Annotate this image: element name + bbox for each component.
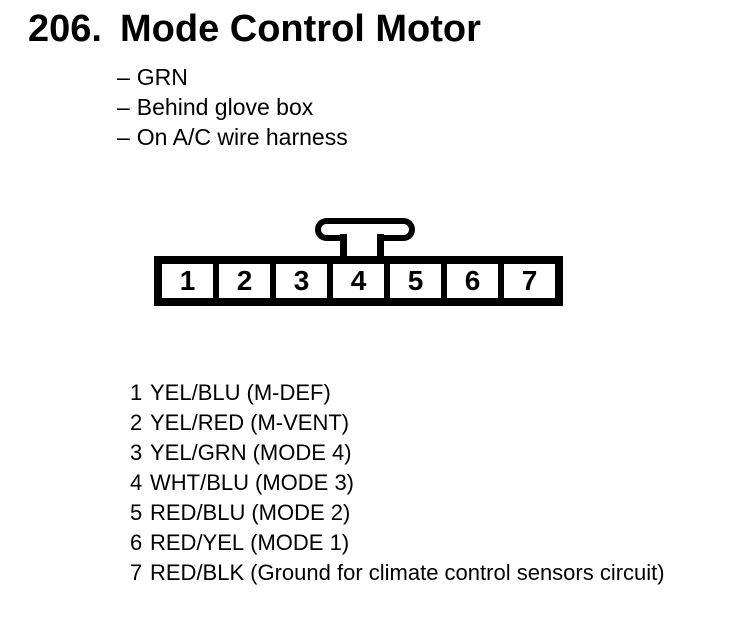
cavity-number: 3 — [293, 265, 310, 296]
pin-list-row: 5 RED/BLU (MODE 2) — [130, 498, 665, 528]
note-item: –Behind glove box — [117, 92, 348, 122]
pin-signal: (M-VENT) — [250, 410, 350, 435]
connector-cavity: 1 — [162, 264, 213, 298]
connector-cavity: 4 — [333, 264, 384, 298]
pin-number: 7 — [130, 560, 143, 585]
pin-signal: (MODE 2) — [251, 500, 351, 525]
pin-list-row: 3 YEL/GRN (MODE 4) — [130, 438, 665, 468]
pin-wire-color: WHT/BLU — [150, 470, 249, 495]
pin-signal: (MODE 3) — [255, 470, 354, 495]
note-dash: – — [117, 124, 130, 150]
connector-cavity: 7 — [504, 264, 555, 298]
note-item: –GRN — [117, 62, 348, 92]
figure-number: 206. — [28, 8, 102, 50]
cavity-number: 7 — [521, 265, 538, 296]
pin-number: 3 — [130, 440, 143, 465]
connector-cavity: 5 — [390, 264, 441, 298]
figure-title: 206. Mode Control Motor — [28, 6, 481, 52]
pin-list: 1 YEL/BLU (M-DEF) 2 YEL/RED (M-VENT) 3 Y… — [130, 378, 665, 588]
pin-number: 4 — [130, 470, 143, 495]
cavity-number: 4 — [350, 265, 367, 296]
pin-number: 2 — [130, 410, 143, 435]
pin-wire-color: RED/YEL — [150, 530, 245, 555]
pin-list-row: 2 YEL/RED (M-VENT) — [130, 408, 665, 438]
note-text: Behind glove box — [136, 94, 314, 120]
pin-number: 5 — [130, 500, 143, 525]
connector-cavity: 2 — [219, 264, 270, 298]
pin-list-row: 7 RED/BLK (Ground for climate control se… — [130, 558, 665, 588]
connector-cavity: 6 — [447, 264, 498, 298]
pin-wire-color: YEL/BLU — [150, 380, 241, 405]
pin-wire-color: RED/BLK — [150, 560, 245, 585]
cavity-number: 5 — [407, 265, 424, 296]
pin-signal: (MODE 1) — [250, 530, 350, 555]
note-text: GRN — [136, 64, 188, 90]
pin-number: 6 — [130, 530, 143, 555]
notes-list: –GRN –Behind glove box –On A/C wire harn… — [117, 62, 348, 152]
cavity-number: 2 — [236, 265, 253, 296]
pin-number: 1 — [130, 380, 143, 405]
pin-wire-color: YEL/RED — [150, 410, 245, 435]
pin-signal: (Ground for climate control sensors circ… — [250, 560, 665, 585]
pin-signal: (MODE 4) — [252, 440, 352, 465]
note-dash: – — [117, 94, 130, 120]
connector-cavity: 3 — [276, 264, 327, 298]
cavity-number: 6 — [464, 265, 481, 296]
note-text: On A/C wire harness — [136, 124, 348, 150]
lock-tab-stem — [340, 234, 384, 258]
connector-body: 1 2 3 4 5 6 7 — [154, 256, 563, 306]
pin-wire-color: RED/BLU — [150, 500, 246, 525]
note-item: –On A/C wire harness — [117, 122, 348, 152]
pin-list-row: 1 YEL/BLU (M-DEF) — [130, 378, 665, 408]
pin-signal: (M-DEF) — [246, 380, 331, 405]
note-dash: – — [117, 64, 130, 90]
figure-name: Mode Control Motor — [120, 8, 481, 50]
pin-wire-color: YEL/GRN — [150, 440, 247, 465]
pin-list-row: 6 RED/YEL (MODE 1) — [130, 528, 665, 558]
cavity-number: 1 — [179, 265, 196, 296]
pin-list-row: 4 WHT/BLU (MODE 3) — [130, 468, 665, 498]
